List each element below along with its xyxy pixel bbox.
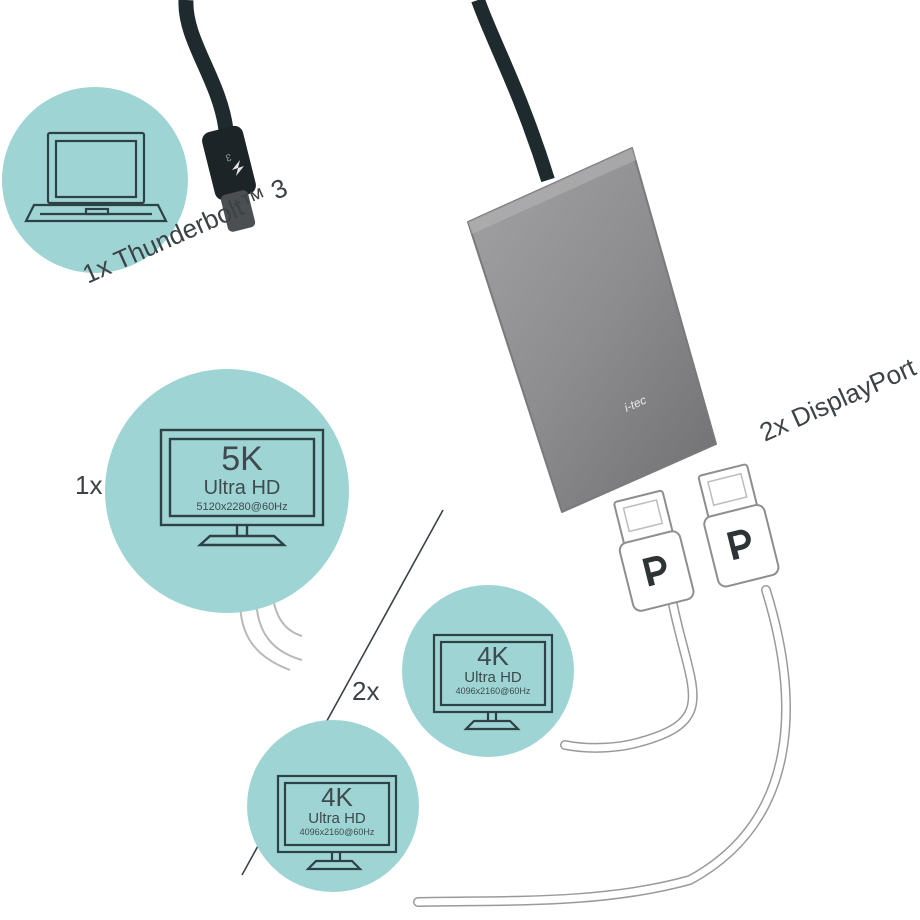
svg-text:3: 3	[224, 151, 232, 163]
monitor-4k-icon-2	[276, 774, 398, 871]
monitor-4k-circle-1	[402, 585, 574, 757]
count-4k-label: 2x	[352, 676, 380, 706]
displayport-plug-right	[697, 463, 780, 588]
monitor-4k-circle-2	[247, 720, 419, 892]
laptop-icon	[24, 131, 168, 223]
thunderbolt-icon	[232, 160, 244, 176]
monitor-5k-name: Ultra HD	[203, 477, 281, 499]
adapter-device	[467, 147, 717, 513]
monitor-5k-text: 5K Ultra HD 5120x2280@60Hz	[172, 440, 312, 513]
thunderbolt-cable: 3	[178, 0, 256, 232]
displayport-plug-left	[613, 489, 695, 612]
monitor-4k-text-1: 4K Ultra HD 4096x2160@60Hz	[443, 643, 543, 696]
monitor-4k-1-name: Ultra HD	[464, 669, 522, 686]
monitor-4k-text-2: 4K Ultra HD 4096x2160@60Hz	[287, 784, 387, 837]
monitor-5k-res: 5K	[221, 440, 263, 478]
monitor-4k-2-name: Ultra HD	[308, 810, 366, 827]
monitor-4k-2-res: 4K	[321, 782, 353, 812]
count-5k-label: 1x	[75, 470, 103, 500]
monitor-5k-spec: 5120x2280@60Hz	[196, 501, 288, 513]
adapter-cable	[471, 0, 555, 183]
monitor-4k-2-spec: 4096x2160@60Hz	[299, 827, 375, 837]
displayport-cables	[413, 585, 791, 907]
monitor-4k-icon-1	[432, 633, 554, 731]
monitor-4k-1-spec: 4096x2160@60Hz	[455, 686, 531, 696]
monitor-icon	[159, 428, 325, 547]
monitor-4k-1-res: 4K	[477, 641, 509, 671]
